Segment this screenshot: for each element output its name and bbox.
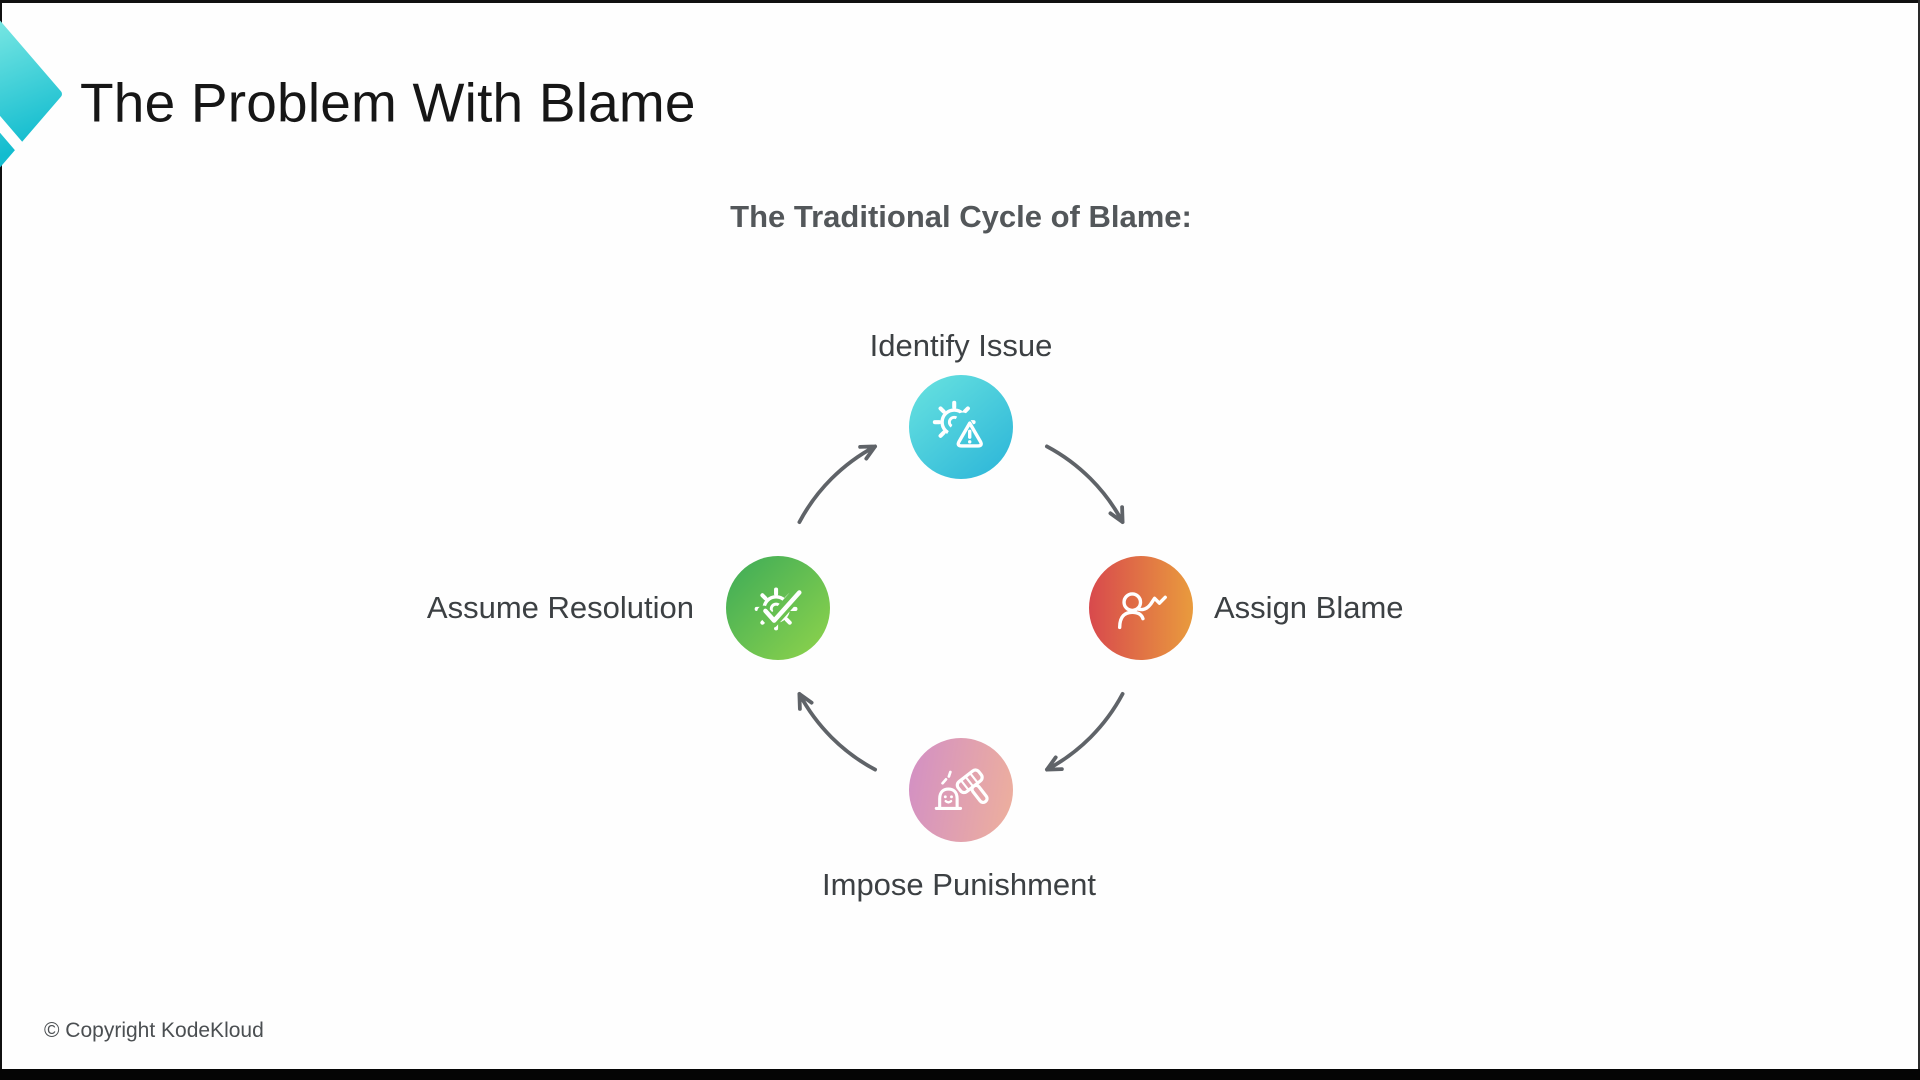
cycle-arrow xyxy=(1045,444,1125,524)
node-label-identify-issue: Identify Issue xyxy=(869,328,1053,363)
cycle-node-assign-blame xyxy=(1089,556,1193,660)
person-pointing-icon xyxy=(1117,592,1167,630)
left-frame-line xyxy=(0,0,2,1080)
slide-subtitle: The Traditional Cycle of Blame: xyxy=(730,199,1192,234)
cycle-node-assume-resolution xyxy=(726,556,830,660)
page-title: The Problem With Blame xyxy=(80,71,696,134)
cycle-node-identify-issue xyxy=(909,375,1013,479)
gavel-figure-icon xyxy=(934,768,989,810)
right-frame-line xyxy=(1918,0,1920,1080)
gear-check-icon xyxy=(754,587,802,631)
gear-warning-icon xyxy=(932,400,983,448)
node-label-assign-blame: Assign Blame xyxy=(1214,590,1404,625)
node-label-impose-punishment: Impose Punishment xyxy=(822,867,1096,902)
cycle-arrow xyxy=(1045,692,1125,772)
cycle-node-impose-punishment xyxy=(909,738,1013,842)
kodekloud-logo-icon xyxy=(0,20,62,175)
cycle-arrow xyxy=(797,444,877,524)
cycle-arrow xyxy=(797,692,877,772)
node-label-assume-resolution: Assume Resolution xyxy=(426,590,694,625)
bottom-black-bar xyxy=(0,1069,1920,1080)
copyright-text: © Copyright KodeKloud xyxy=(44,1019,264,1042)
top-frame-line xyxy=(0,0,1920,3)
